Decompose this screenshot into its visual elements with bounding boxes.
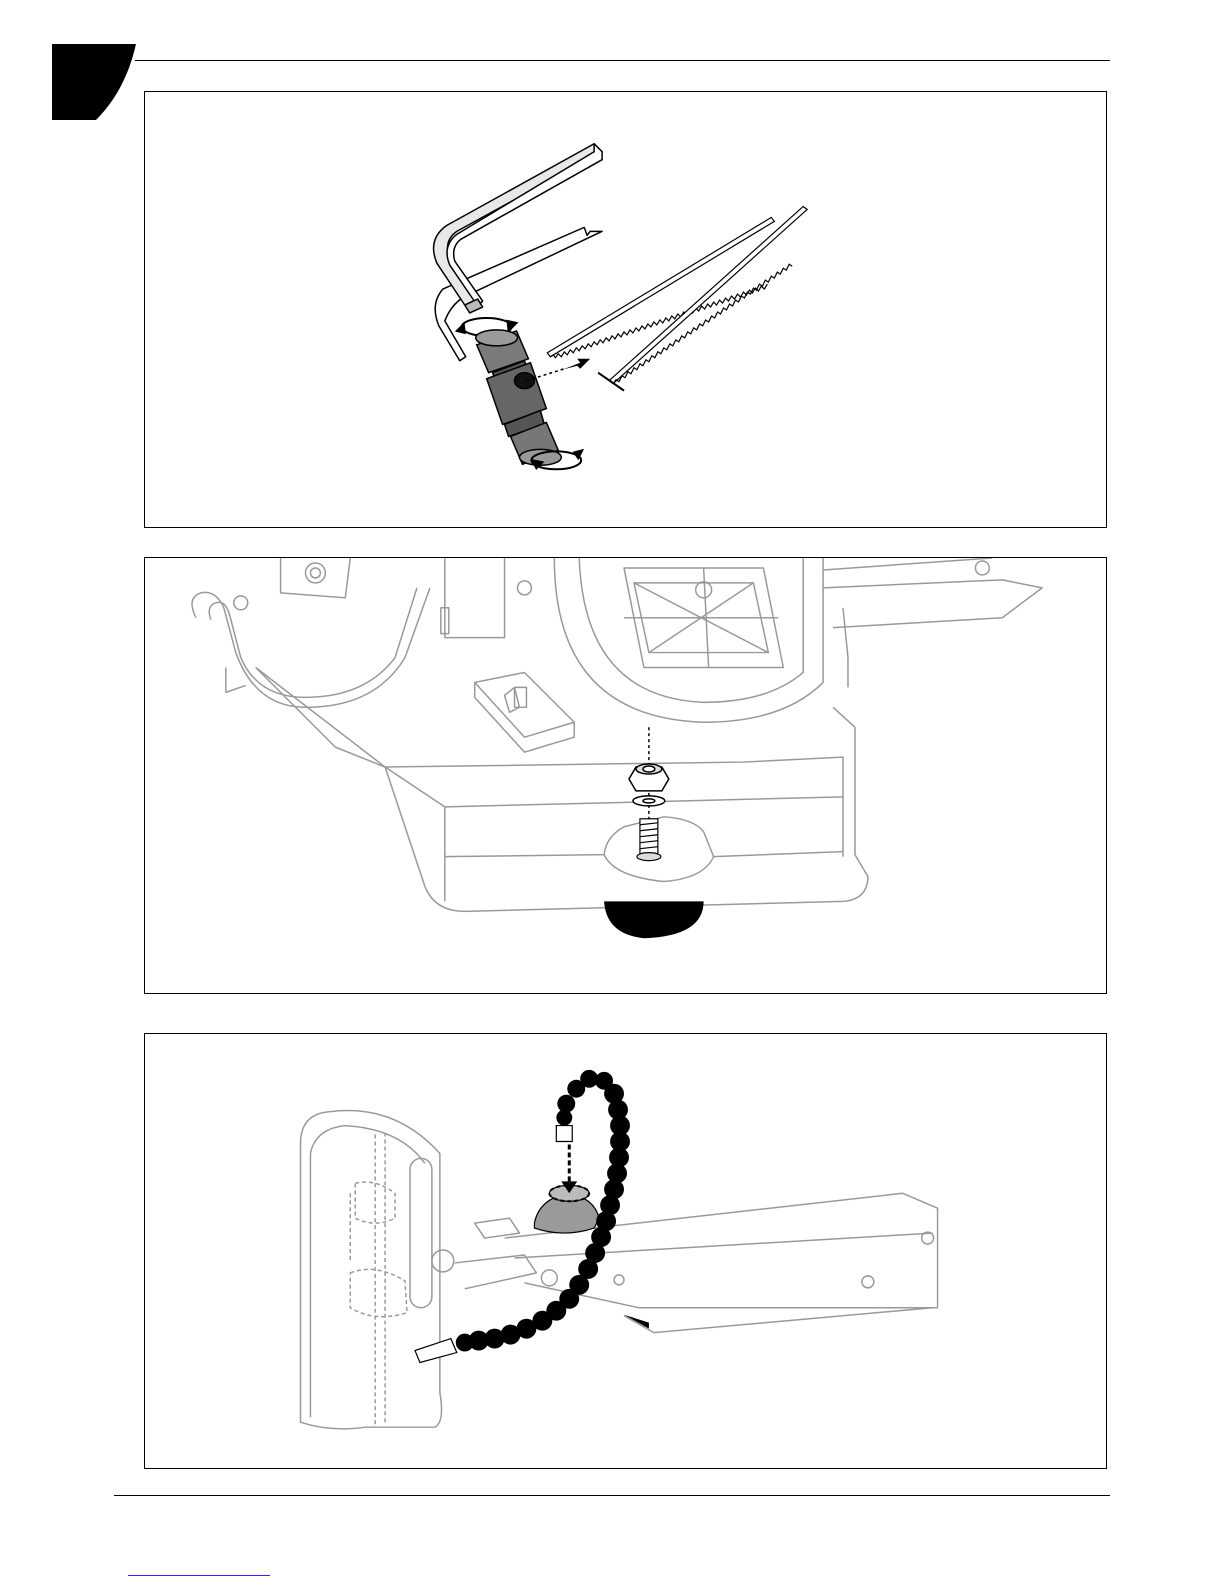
- section-tab: [0, 0, 140, 125]
- figure-panel-table-underside: [144, 557, 1107, 994]
- hose-mount-icon: [534, 1185, 599, 1233]
- blade-clamp-illustration: [145, 92, 1106, 527]
- insert-arrow-icon: [562, 359, 590, 370]
- figure-panel-flex-hose: [144, 1033, 1107, 1469]
- header-rule: [135, 60, 1110, 61]
- figure-panel-blade-clamp: [144, 91, 1107, 528]
- threaded-stud-icon: [637, 819, 661, 861]
- footer-rule: [114, 1495, 1110, 1496]
- footer-link-underline[interactable]: [128, 1575, 270, 1576]
- hex-nut-icon: [629, 764, 669, 791]
- table-underside-illustration: [145, 558, 1106, 993]
- rubber-foot-icon: [604, 901, 704, 938]
- flex-hose-illustration: [145, 1034, 1106, 1468]
- blade-clamp-icon: [476, 330, 562, 465]
- washer-icon: [633, 796, 665, 806]
- pin-end-blade-icon: [598, 206, 807, 390]
